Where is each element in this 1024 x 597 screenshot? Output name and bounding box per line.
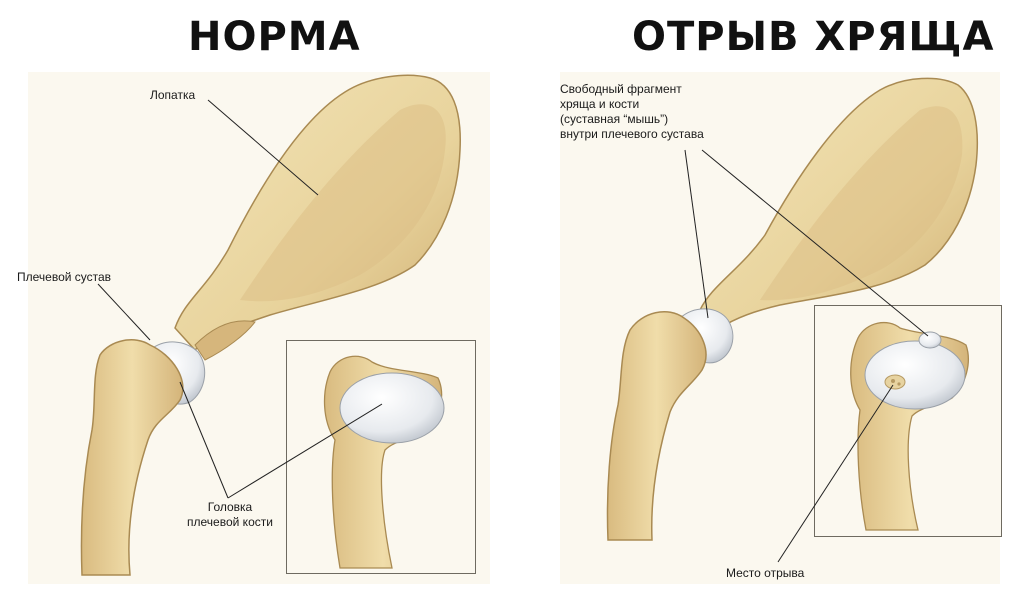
label-scapula: Лопатка bbox=[150, 88, 196, 102]
loose-body-fragment bbox=[918, 331, 942, 349]
right-leader-lines bbox=[684, 149, 929, 563]
label-humeral-head: Головка плечевой кости bbox=[174, 500, 286, 530]
label-loose-fragment: Свободный фрагмент хряща и кости (сустав… bbox=[560, 82, 704, 142]
right-scapula bbox=[699, 77, 979, 337]
left-panel-title: НОРМА bbox=[188, 14, 361, 60]
label-loose-fragment-line4: внутри плечевого сустава bbox=[560, 127, 704, 141]
label-detachment-site: Место отрыва bbox=[726, 566, 805, 580]
label-humeral-head-line1: Головка bbox=[207, 500, 253, 514]
label-loose-fragment-line1: Свободный фрагмент bbox=[560, 82, 682, 96]
left-inset-humerus bbox=[323, 355, 445, 569]
right-panel-title: ОТРЫВ ХРЯЩА bbox=[632, 14, 995, 60]
label-loose-fragment-line2: хряща и кости bbox=[560, 97, 640, 111]
left-humerus bbox=[80, 339, 184, 576]
left-leader-lines bbox=[97, 99, 383, 499]
left-scapula bbox=[174, 74, 461, 361]
label-shoulder-joint: Плечевой сустав bbox=[17, 270, 112, 284]
right-humerus bbox=[606, 311, 707, 541]
right-inset-humerus bbox=[850, 321, 969, 531]
label-loose-fragment-line3: (суставная “мышь”) bbox=[560, 112, 669, 126]
label-humeral-head-line2: плечевой кости bbox=[187, 515, 273, 529]
